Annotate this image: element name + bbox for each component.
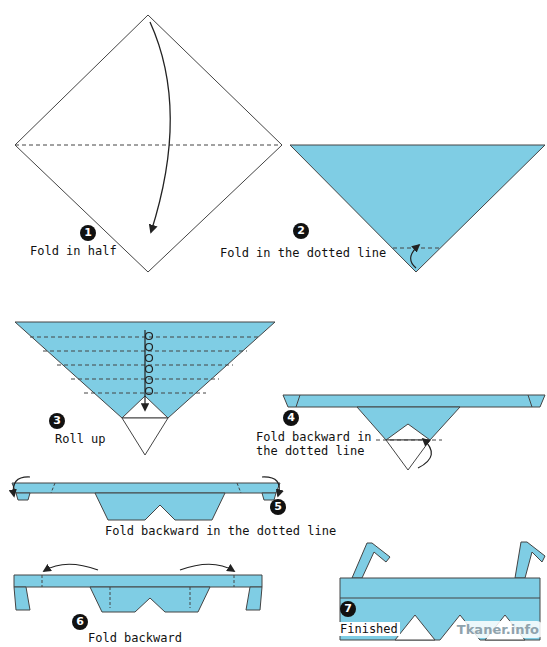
fold-arrow bbox=[262, 477, 279, 496]
fold-line bbox=[234, 575, 235, 587]
step-marker: 1Fold in half bbox=[80, 225, 96, 241]
band-crease bbox=[528, 395, 532, 407]
step-number: 6 bbox=[72, 614, 88, 630]
step-caption: Fold backward bbox=[88, 631, 182, 645]
fold-line bbox=[42, 575, 43, 587]
temple bbox=[515, 542, 545, 578]
fold-arrow bbox=[150, 22, 170, 232]
paper-triangle bbox=[15, 322, 275, 418]
paper-tip bbox=[122, 418, 168, 455]
temple bbox=[352, 543, 390, 578]
watermark: Tkaner.info bbox=[453, 621, 543, 638]
step-marker: 2Fold in the dotted line bbox=[293, 223, 309, 239]
band-crease bbox=[296, 395, 300, 407]
step-caption: Fold backward in the dotted line bbox=[256, 430, 374, 458]
step-number: 2 bbox=[293, 223, 309, 239]
step-caption: Roll up bbox=[55, 432, 106, 446]
temple-leg bbox=[14, 587, 30, 610]
band-end bbox=[16, 493, 30, 500]
fold-arrow bbox=[13, 477, 30, 496]
glasses-crease bbox=[340, 598, 540, 599]
fold-line bbox=[15, 145, 282, 146]
fold-line bbox=[376, 440, 442, 441]
fold-arrow bbox=[180, 564, 234, 571]
rolled-band bbox=[12, 483, 280, 493]
folded-tip bbox=[386, 424, 430, 440]
step-marker: 3Roll up bbox=[49, 413, 65, 429]
step-number: 5 bbox=[270, 499, 286, 515]
step-marker: 7Finished bbox=[340, 601, 356, 617]
fold-arrow bbox=[418, 439, 431, 468]
fold-arrow bbox=[44, 564, 98, 571]
step-number: 7 bbox=[340, 601, 356, 617]
temple-leg bbox=[246, 587, 262, 610]
rolled-band bbox=[283, 395, 545, 407]
step-number: 1 bbox=[80, 225, 96, 241]
lens-part bbox=[95, 493, 225, 520]
lens-part bbox=[90, 587, 210, 612]
step-marker: 6Fold backward bbox=[72, 614, 88, 630]
lens-cutout bbox=[395, 615, 435, 640]
fold-arrow bbox=[411, 245, 419, 268]
paper-body bbox=[357, 407, 460, 440]
step-number: 3 bbox=[49, 413, 65, 429]
step-caption: Fold in half bbox=[30, 244, 117, 258]
step-caption: Fold backward in the dotted line bbox=[105, 524, 336, 538]
fold-line bbox=[51, 483, 55, 493]
step-caption: Finished bbox=[338, 622, 400, 636]
paper-square bbox=[15, 15, 282, 272]
fold-line bbox=[237, 483, 241, 493]
step-caption: Fold in the dotted line bbox=[220, 246, 386, 260]
step-marker: 5Fold backward in the dotted line bbox=[270, 499, 286, 515]
rolled-band bbox=[14, 575, 262, 587]
fold-line bbox=[190, 587, 191, 608]
step-number: 4 bbox=[283, 410, 299, 426]
fold-line bbox=[110, 587, 111, 608]
step-marker: 4Fold backward in the dotted line bbox=[283, 410, 299, 426]
roll-arrow bbox=[145, 330, 153, 410]
